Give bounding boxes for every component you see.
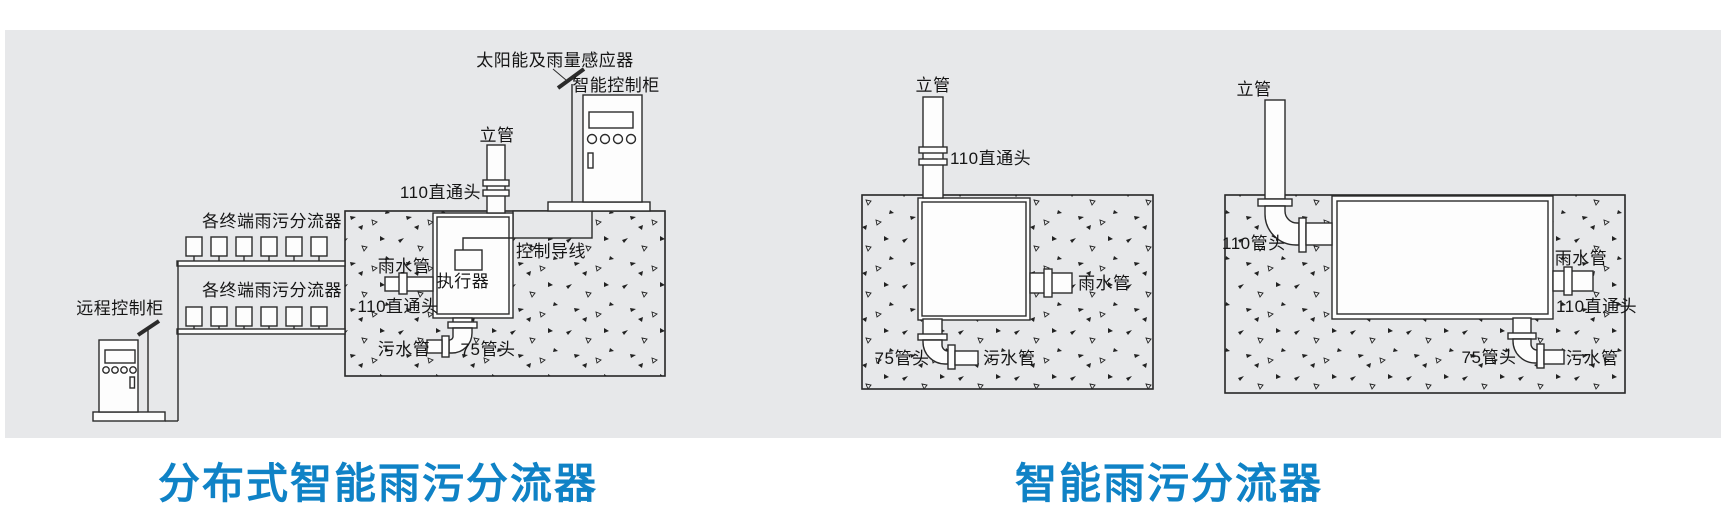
- remote-button: [102, 366, 110, 374]
- label-tee110-side: 110直通头: [357, 297, 438, 316]
- flange: [447, 321, 478, 329]
- sewage-pipe-stub: [1543, 349, 1565, 365]
- diverter-box: [917, 197, 1031, 321]
- wire-channel: [512, 210, 593, 239]
- label-riser: 立管: [480, 126, 515, 145]
- sewage-pipe-stub: [426, 339, 443, 354]
- cabinet-slot: [587, 152, 594, 169]
- label-actuator: 执行器: [437, 272, 490, 291]
- riser-pipe: [1264, 99, 1286, 200]
- label-terminal-row1: 各终端雨污分流器: [202, 212, 342, 231]
- elbow-75: [1512, 338, 1538, 364]
- label-remote-cabinet: 远程控制柜: [76, 299, 164, 318]
- elbow-110: [1264, 205, 1300, 246]
- cabinet-button: [599, 133, 611, 145]
- remote-display: [104, 349, 136, 364]
- remote-button: [129, 366, 137, 374]
- rain-pipe: [384, 276, 434, 292]
- label-tee110-top: 110直通头: [400, 183, 481, 202]
- label-sewage-pipe: 污水管: [378, 340, 431, 359]
- coupling-band: [918, 146, 948, 154]
- diagram-distributed: 太阳能及雨量感应器 智能控制柜 立管 110直通头 各终端雨污分流器 各终端雨污…: [76, 51, 666, 422]
- cabinet-button: [586, 133, 598, 145]
- coupling-band: [482, 189, 510, 197]
- title-distributed-diverter: 分布式智能雨污分流器: [158, 460, 599, 507]
- cabinet-button: [625, 133, 637, 145]
- antenna-panel: [136, 319, 161, 337]
- label-riser: 立管: [1237, 80, 1272, 99]
- label-rain-pipe: 雨水管: [1555, 249, 1608, 268]
- diverter-box: [1331, 195, 1554, 320]
- sewage-pipe-stub: [954, 350, 979, 366]
- label-riser: 立管: [916, 76, 951, 95]
- label-elbow75: 75管头: [461, 340, 516, 359]
- coupling-band: [398, 272, 408, 295]
- label-rain-pipe: 雨水管: [1078, 274, 1131, 293]
- cabinet-button: [612, 133, 624, 145]
- terminal-row-2: [185, 306, 328, 329]
- label-leader: [552, 68, 567, 81]
- remote-slot: [129, 376, 136, 389]
- riser-pipe: [486, 144, 506, 214]
- label-sewage-pipe: 污水管: [983, 349, 1036, 368]
- smart-cabinet: [582, 94, 643, 203]
- flange: [1257, 198, 1293, 207]
- drop-pipe: [1512, 317, 1532, 335]
- coupling-band: [441, 335, 450, 358]
- coupling-band: [918, 158, 948, 166]
- label-tee110: 110直通头: [950, 149, 1031, 168]
- label-elbow75: 75管头: [875, 349, 930, 368]
- bus-bar-1: [176, 260, 346, 267]
- diagram-single-wide: 立管 110管头 雨水管 110直通头 75管头 污水管: [1222, 80, 1637, 394]
- coupling-band: [482, 179, 510, 187]
- coupling-band: [1536, 343, 1545, 369]
- remote-button: [120, 366, 128, 374]
- title-smart-diverter: 智能雨污分流器: [1014, 460, 1323, 507]
- coupling-band: [1043, 268, 1053, 298]
- coupling-band: [947, 344, 956, 370]
- coupling-band: [1563, 266, 1573, 296]
- drop-pipe: [922, 318, 943, 336]
- elbow-75: [922, 339, 949, 365]
- remote-button: [111, 366, 119, 374]
- label-tee110: 110直通头: [1556, 297, 1637, 316]
- cabinet-display: [588, 111, 634, 129]
- elbow-75: [448, 327, 473, 354]
- bus-bar-2: [176, 328, 346, 335]
- control-wire-line: [462, 237, 513, 250]
- label-solar-sensor: 太阳能及雨量感应器: [476, 51, 634, 70]
- label-smart-cabinet: 智能控制柜: [572, 76, 660, 95]
- label-terminal-row2: 各终端雨污分流器: [202, 281, 342, 300]
- flange: [917, 333, 948, 341]
- remote-cabinet-base: [92, 411, 166, 422]
- solar-panel: [556, 67, 586, 90]
- actuator-box: [454, 249, 483, 271]
- flange: [1507, 332, 1537, 340]
- diagram-single-compact: 立管 110直通头 雨水管 75管头 污水管: [861, 76, 1154, 390]
- rain-pipe-stub: [1552, 270, 1594, 292]
- coupling-band: [1298, 217, 1307, 253]
- label-head110: 110管头: [1222, 234, 1286, 253]
- label-sewage-pipe: 污水管: [1566, 349, 1619, 368]
- label-rain-pipe: 雨水管: [378, 257, 431, 276]
- label-control-wire: 控制导线: [516, 242, 586, 261]
- inlet-pipe-stub: [1305, 222, 1333, 246]
- cabinet-platform: [547, 201, 651, 212]
- label-elbow75: 75管头: [1462, 348, 1517, 367]
- terminal-row-1: [185, 236, 328, 261]
